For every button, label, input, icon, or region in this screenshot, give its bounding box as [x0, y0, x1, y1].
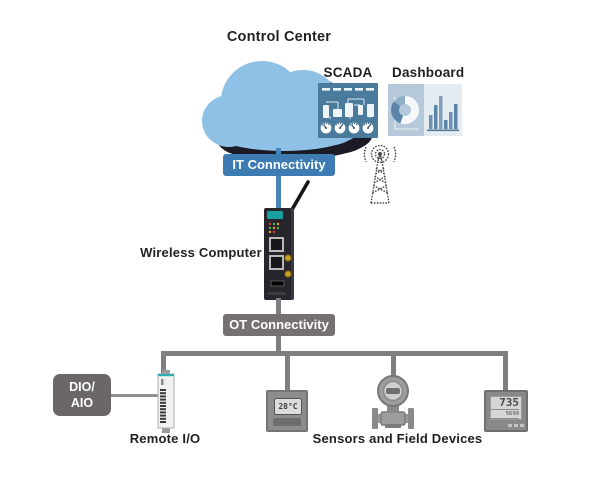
- temperature-reading: 28°C: [274, 398, 302, 415]
- connector-cloud-computer-line: [276, 148, 281, 210]
- meter-value: 735: [491, 397, 519, 410]
- dashboard-pie-chart-icon: [388, 84, 424, 136]
- dio-aio-line2: AIO: [70, 396, 94, 410]
- temperature-sensor-icon: 28°C: [266, 390, 308, 432]
- dashboard-bar-chart-icon: [424, 84, 462, 136]
- scada-screen-icon: [318, 83, 378, 138]
- digital-meter-icon: 735 5699: [484, 390, 528, 432]
- field-bus-line: [161, 351, 508, 356]
- drop-remote-io-line: [161, 351, 166, 375]
- transmitter-valve-icon: [372, 375, 414, 429]
- meter-button: [508, 424, 512, 427]
- it-connectivity-badge: IT Connectivity: [223, 154, 335, 176]
- drop-transmitter-line: [391, 351, 396, 378]
- wireless-computer-label: Wireless Computer: [140, 245, 262, 260]
- radio-tower-icon: [363, 144, 397, 204]
- remote-io-label: Remote I/O: [129, 431, 201, 446]
- dio-aio-box: DIO/ AIO: [53, 374, 111, 416]
- meter-button: [514, 424, 518, 427]
- wireless-computer-icon: [264, 208, 294, 300]
- sensor-vent: [273, 418, 301, 426]
- drop-temp-sensor-line: [285, 351, 290, 392]
- dio-aio-wire-line: [111, 394, 158, 397]
- remote-io-device-icon: [157, 370, 175, 433]
- meter-display: 735 5699: [490, 396, 522, 420]
- meter-sub-value: 5699: [491, 410, 519, 419]
- sensors-field-devices-label: Sensors and Field Devices: [312, 431, 483, 446]
- page-title: Control Center: [226, 29, 332, 45]
- dio-aio-line1: DIO/: [69, 379, 95, 394]
- meter-button: [520, 424, 524, 427]
- dashboard-label: Dashboard: [392, 65, 465, 80]
- scada-label: SCADA: [323, 65, 373, 80]
- ot-connectivity-badge: OT Connectivity: [223, 314, 335, 336]
- drop-meter-line: [503, 351, 508, 392]
